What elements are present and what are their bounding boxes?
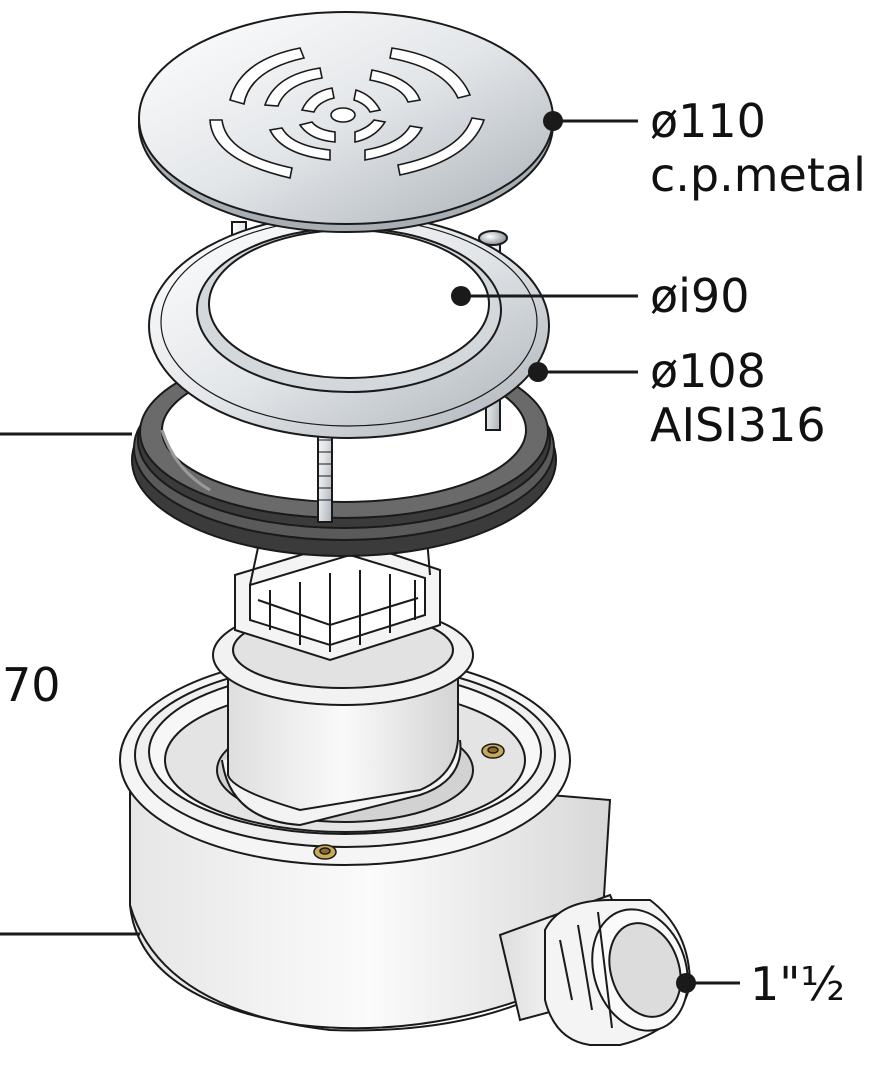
brass-seat (481, 743, 505, 759)
height-dimension-label: 70 (2, 658, 61, 712)
leader-grate (543, 111, 638, 131)
ring-material-label: AISI316 (650, 398, 826, 452)
brass-seat (313, 844, 337, 860)
leader-outlet (676, 973, 740, 993)
ring-inner-diameter-label: øi90 (650, 269, 749, 323)
stainless-ring (148, 213, 550, 439)
ring-outer-diameter-label: ø108 (650, 344, 766, 398)
leader-ring-inner (451, 286, 638, 306)
grate-diameter-label: ø110 (650, 94, 766, 148)
grate (138, 11, 554, 233)
grate-material-label: c.p.metal (650, 148, 866, 202)
outlet-pipe (498, 893, 692, 1046)
outlet-size-label: 1"½ (750, 957, 845, 1011)
leader-ring-outer (528, 362, 638, 382)
